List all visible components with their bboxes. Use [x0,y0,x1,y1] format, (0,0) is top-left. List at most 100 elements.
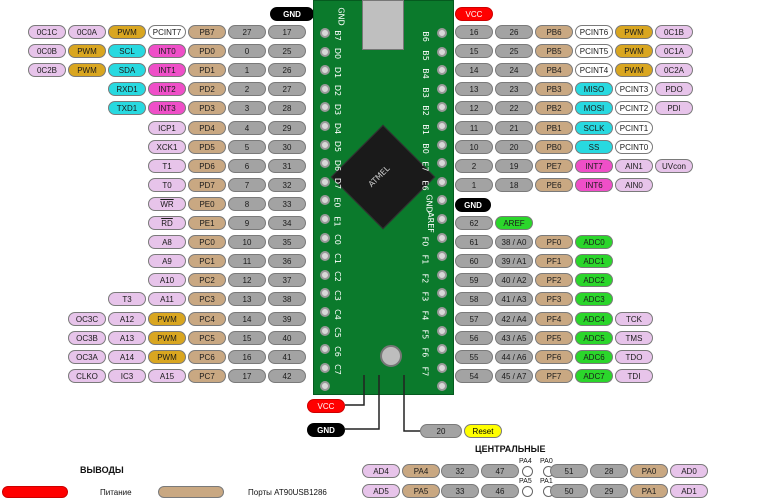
board-pin-label: B3 [420,87,430,98]
pin-label: 29 [268,120,306,135]
pin-label: 27 [228,25,266,39]
board-pin-label: F7 [420,366,430,377]
pin-hole [320,362,330,373]
board-pin-label: C6 [332,345,342,357]
pin-label: 0 [228,44,266,59]
pin-label: PF4 [535,311,573,326]
pin-label: 26 [268,63,306,78]
pin-label: PD0 [188,44,226,59]
pin-hole [437,46,447,57]
pin-label: 12 [455,101,493,116]
pin-label: 55 [455,349,493,364]
pin-label: AREF [495,216,533,230]
pin-label: ADC1 [575,254,613,269]
pin-label: 50 [550,484,588,498]
pin-label: PWM [615,44,653,59]
pin-label: CLKO [68,368,106,383]
board-pin-label: B1 [420,124,430,135]
pin-label: 25 [495,44,533,59]
pin-label: 46 [481,484,519,498]
pin-label: PE6 [535,177,573,192]
pin-label: PCINT5 [575,44,613,59]
pin-label: A13 [108,330,146,345]
pin-label: PB7 [188,25,226,39]
board-pin-label: GND [424,194,434,214]
pin-label: AIN1 [615,158,653,173]
pin-label: ADC6 [575,349,613,364]
pin-label: PCINT1 [615,120,653,135]
pin-hole [320,139,330,150]
pin-label: PCINT7 [148,25,186,39]
pin-label: PA5 [402,484,440,498]
board-pin-label: D7 [333,178,343,190]
pin-hole [320,232,330,243]
pin-label: PCINT2 [615,101,653,116]
pin-label: A9 [148,254,186,269]
pin-label: 26 [495,25,533,39]
board-pin-label: B7 [332,29,342,41]
pin-label: 40 / A2 [495,273,533,288]
pin-hole [437,362,447,373]
pin-label: SCLK [575,120,613,135]
reset-pin-number: 20 [420,424,462,438]
gnd-wire [345,375,380,430]
pin-hole [320,65,330,76]
pin-label: PD1 [188,63,226,78]
pin-label: 35 [268,235,306,250]
pin-hole [437,65,447,76]
pin-label: PA4 [402,464,440,478]
pin-label: A15 [148,368,186,383]
pin-label: 4 [228,120,266,135]
pin-label: INT6 [575,177,613,192]
pin-label: ADC5 [575,330,613,345]
pin-label: RD [148,216,186,230]
pin-label: 0C2B [28,63,66,78]
pin-label: PB4 [535,63,573,78]
pin-hole [320,28,330,38]
pin-label: 9 [228,216,266,230]
pin-label: PE0 [188,196,226,211]
pin-label: PC6 [188,349,226,364]
pin-hole [437,325,447,336]
pin-label: 60 [455,254,493,269]
board-pin-label: F1 [420,254,430,265]
pin-label: A10 [148,273,186,288]
pin-label: PD3 [188,101,226,116]
pin-hole [437,195,447,206]
pin-label: 1 [228,63,266,78]
pin-label: 12 [228,273,266,288]
reset-label: Reset [464,424,502,438]
pin-label: A14 [108,349,146,364]
pin-label: 1 [455,177,493,192]
pin-label: XCK1 [148,139,186,154]
pin-label: 17 [268,25,306,39]
vcc-wire [345,375,365,406]
pin-label: 39 [268,311,306,326]
pin-label: PF7 [535,368,573,383]
pin-label: PC5 [188,330,226,345]
pin-label: TMS [615,330,653,345]
reset-button[interactable] [380,345,402,367]
pin-label: PCINT0 [615,139,653,154]
pin-label: OC3B [68,330,106,345]
board-pin-label: E1 [332,216,342,227]
pin-hole [437,269,447,280]
board-pin-label: F3 [420,292,430,302]
pin-label: SCL [108,44,146,59]
pin-label: PF0 [535,235,573,250]
pin-hole [437,232,447,243]
pin-label: 36 [268,254,306,269]
pin-label: PCINT6 [575,25,613,39]
pin-label: 41 [268,349,306,364]
pin-label: 10 [228,235,266,250]
pin-label: TXD1 [108,101,146,116]
board-pin-label: D2 [333,85,343,97]
pin-label: 10 [455,139,493,154]
pin-label: PF2 [535,273,573,288]
pin-label: 15 [228,330,266,345]
pin-label: AD1 [670,484,708,498]
pin-label: AD0 [670,464,708,478]
pin-hole [320,307,330,317]
pin-label: 16 [228,349,266,364]
pin-label: INT2 [148,82,186,97]
